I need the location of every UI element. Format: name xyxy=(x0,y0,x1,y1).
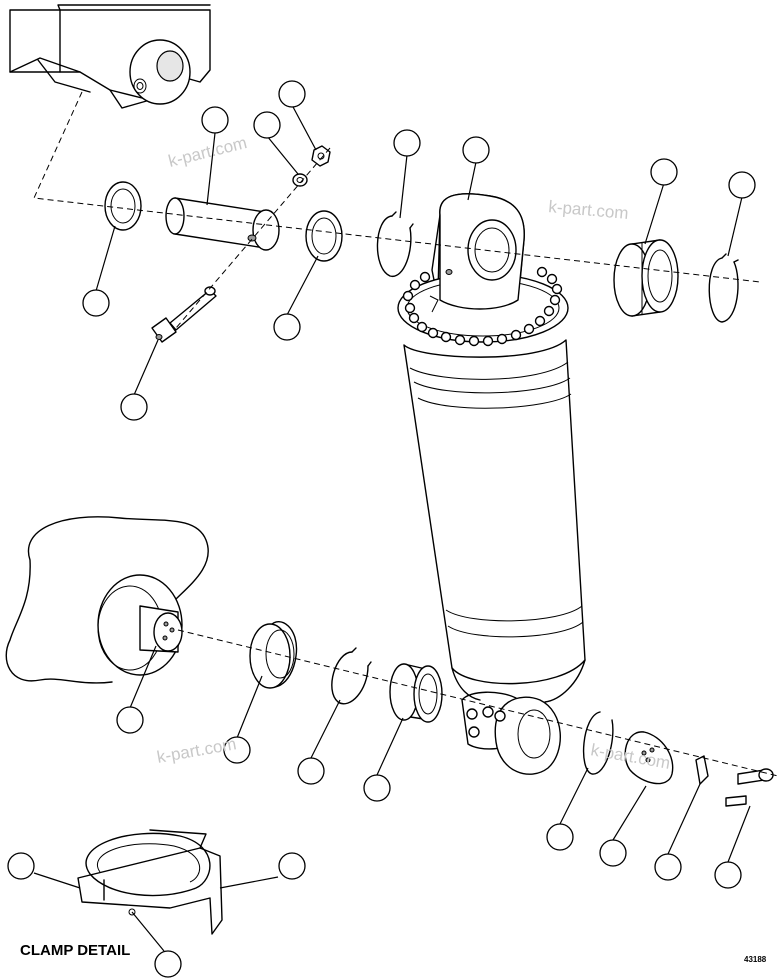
figure-number: 43188 xyxy=(744,955,767,964)
upper-snap-ring-right xyxy=(708,253,739,323)
watermark-1: k-part.com xyxy=(166,133,249,171)
ball-lower-snap-ring xyxy=(297,757,325,785)
upper-bearing xyxy=(613,239,679,317)
lower-end-washer xyxy=(624,731,674,785)
ball-lower-snap-ring-2 xyxy=(546,823,574,851)
upper-washer xyxy=(292,173,308,187)
ball-seal-mid xyxy=(273,313,301,341)
ball-seal-left xyxy=(82,289,110,317)
lower-seal xyxy=(249,621,298,689)
ball-nut-upper xyxy=(278,80,306,108)
ball-clamp-left xyxy=(7,852,35,880)
ball-lower-washer xyxy=(599,839,627,867)
upper-snap-ring-left xyxy=(376,211,414,277)
ball-clamp-right xyxy=(278,852,306,880)
watermark-3: k-part.com xyxy=(155,734,237,767)
upper-pin xyxy=(165,197,280,251)
clamp-detail-drawing xyxy=(77,829,223,935)
lower-mount-casting xyxy=(5,516,209,684)
hydraulic-cylinder xyxy=(397,193,586,775)
ball-lower-bearing xyxy=(363,774,391,802)
ball-clamp-bottom xyxy=(154,950,182,978)
upper-nut xyxy=(311,145,331,167)
upper-seal-ring xyxy=(104,181,142,231)
lower-snap-ring-left xyxy=(331,647,372,705)
ball-snap-ring-right xyxy=(728,171,756,199)
ball-upper-pin xyxy=(201,106,229,134)
flange-bolts xyxy=(402,266,563,347)
watermark-2: k-part.com xyxy=(548,197,630,223)
ball-cylinder xyxy=(462,136,490,164)
ball-lower-seal xyxy=(223,736,251,764)
retainer-bolt xyxy=(151,286,217,343)
ball-snap-ring-upper xyxy=(393,129,421,157)
clamp-detail-caption: CLAMP DETAIL xyxy=(20,942,130,959)
ball-washer-upper xyxy=(253,111,281,139)
upper-frame-bracket xyxy=(9,4,211,109)
lower-bearing xyxy=(389,663,443,723)
lower-lock-plate xyxy=(695,755,709,785)
ball-lower-pin xyxy=(116,706,144,734)
leader-lines xyxy=(33,104,751,952)
lower-bolts xyxy=(725,768,774,807)
ball-lower-lock xyxy=(654,853,682,881)
middle-seal-ring xyxy=(305,210,343,262)
lower-snap-ring-right xyxy=(582,711,614,775)
ball-retainer-bolt xyxy=(120,393,148,421)
callout-balloons xyxy=(7,80,756,978)
center-lines xyxy=(33,91,779,777)
ball-lower-bolt xyxy=(714,861,742,889)
ball-bearing-upper xyxy=(650,158,678,186)
